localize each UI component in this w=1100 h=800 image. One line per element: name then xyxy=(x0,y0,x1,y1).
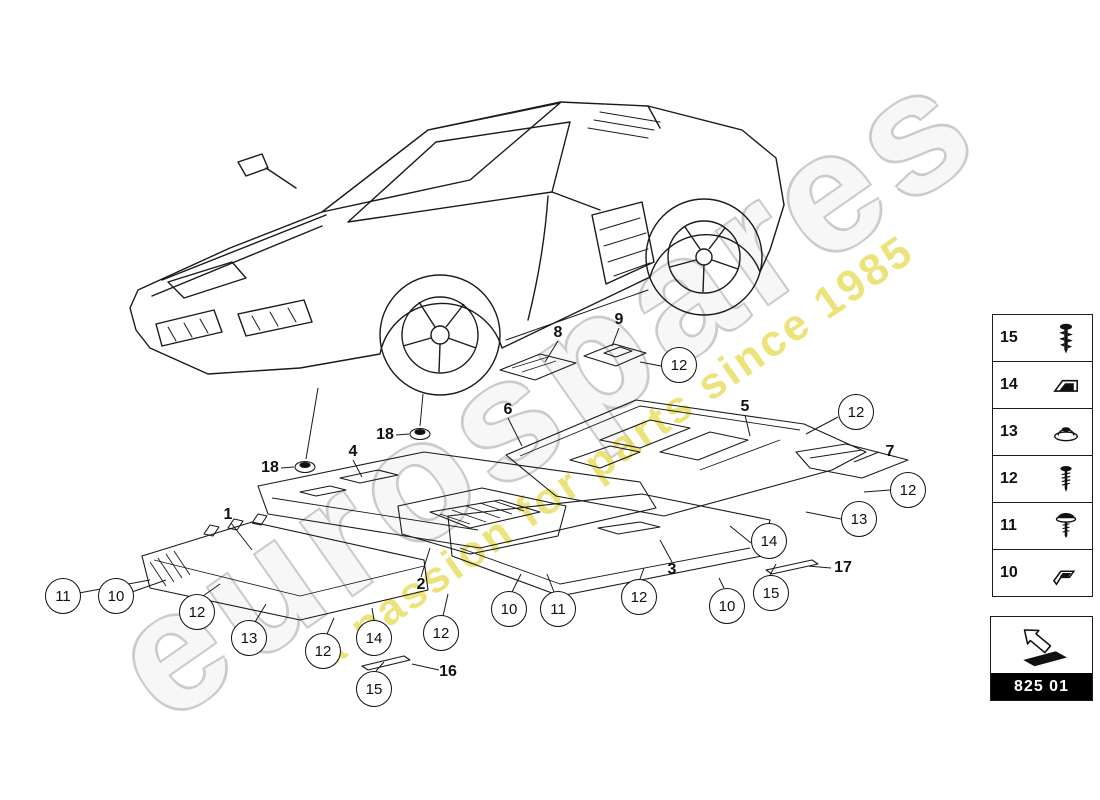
part-label-9: 9 xyxy=(614,311,624,328)
tapping-screw-icon xyxy=(1047,460,1085,498)
callout-12[interactable]: 12 xyxy=(661,347,697,383)
callout-12[interactable]: 12 xyxy=(423,615,459,651)
part-label-16: 16 xyxy=(439,663,457,680)
part-label-2: 2 xyxy=(416,576,426,593)
legend-item-12[interactable]: 12 xyxy=(993,456,1092,503)
panel-part-1 xyxy=(141,513,429,621)
legend-number: 10 xyxy=(1000,564,1018,581)
strip-part-16 xyxy=(361,655,411,671)
legend-item-11[interactable]: 11 xyxy=(993,503,1092,550)
legend-number: 12 xyxy=(1000,470,1018,487)
legend-item-14[interactable]: 14 xyxy=(993,362,1092,409)
panel-part-9 xyxy=(583,343,647,367)
spring-clip-icon xyxy=(1047,554,1085,592)
part-label-3: 3 xyxy=(667,561,677,578)
leader-lines xyxy=(78,327,891,672)
part-label-7: 7 xyxy=(885,443,895,460)
legend-number: 15 xyxy=(1000,329,1018,346)
legend-number: 13 xyxy=(1000,423,1018,440)
part-label-5: 5 xyxy=(740,398,750,415)
part-label-6: 6 xyxy=(503,401,513,418)
callout-12[interactable]: 12 xyxy=(621,579,657,615)
part-label-17: 17 xyxy=(834,559,852,576)
direction-arrow-icon xyxy=(991,617,1092,673)
panel-part-4 xyxy=(257,451,657,549)
callout-12[interactable]: 12 xyxy=(179,594,215,630)
panel-part-7 xyxy=(795,443,909,479)
part-label-1: 1 xyxy=(223,506,233,523)
callout-11[interactable]: 11 xyxy=(45,578,81,614)
callout-15[interactable]: 15 xyxy=(753,575,789,611)
callout-14[interactable]: 14 xyxy=(751,523,787,559)
callout-12[interactable]: 12 xyxy=(890,472,926,508)
part-label-18: 18 xyxy=(376,426,394,443)
callout-10[interactable]: 10 xyxy=(491,591,527,627)
retaining-clip-icon xyxy=(1047,366,1085,404)
legend-item-13[interactable]: 13 xyxy=(993,409,1092,456)
legend-number: 11 xyxy=(1000,517,1017,534)
part-label-4: 4 xyxy=(348,443,358,460)
grommet-part-18-a xyxy=(409,427,431,441)
rear-wheel xyxy=(645,198,763,316)
panel-part-8 xyxy=(499,353,577,381)
callout-12[interactable]: 12 xyxy=(838,394,874,430)
legend-number: 14 xyxy=(1000,376,1018,393)
callout-13[interactable]: 13 xyxy=(231,620,267,656)
part-label-8: 8 xyxy=(553,324,563,341)
panel-part-5-6 xyxy=(505,399,867,517)
callout-14[interactable]: 14 xyxy=(356,620,392,656)
part-code: 825 01 xyxy=(991,673,1092,700)
callout-11[interactable]: 11 xyxy=(540,591,576,627)
coarse-thread-screw-icon xyxy=(1047,319,1085,357)
callout-10[interactable]: 10 xyxy=(709,588,745,624)
car-line-art xyxy=(129,101,785,375)
grommet-icon xyxy=(1047,413,1085,451)
trim-panels xyxy=(141,343,909,671)
part-code-panel: 825 01 xyxy=(990,616,1093,701)
fastener-legend: 15 14 13 xyxy=(992,314,1093,597)
callout-13[interactable]: 13 xyxy=(841,501,877,537)
part-label-18: 18 xyxy=(261,459,279,476)
front-wheel xyxy=(379,274,501,396)
legend-item-15[interactable]: 15 xyxy=(993,315,1092,362)
washer-head-screw-icon xyxy=(1047,507,1085,545)
callout-15[interactable]: 15 xyxy=(356,671,392,707)
callout-10[interactable]: 10 xyxy=(98,578,134,614)
grommet-part-18-b xyxy=(294,460,316,474)
callout-12[interactable]: 12 xyxy=(305,633,341,669)
strip-part-17 xyxy=(765,559,819,575)
legend-item-10[interactable]: 10 xyxy=(993,550,1092,596)
